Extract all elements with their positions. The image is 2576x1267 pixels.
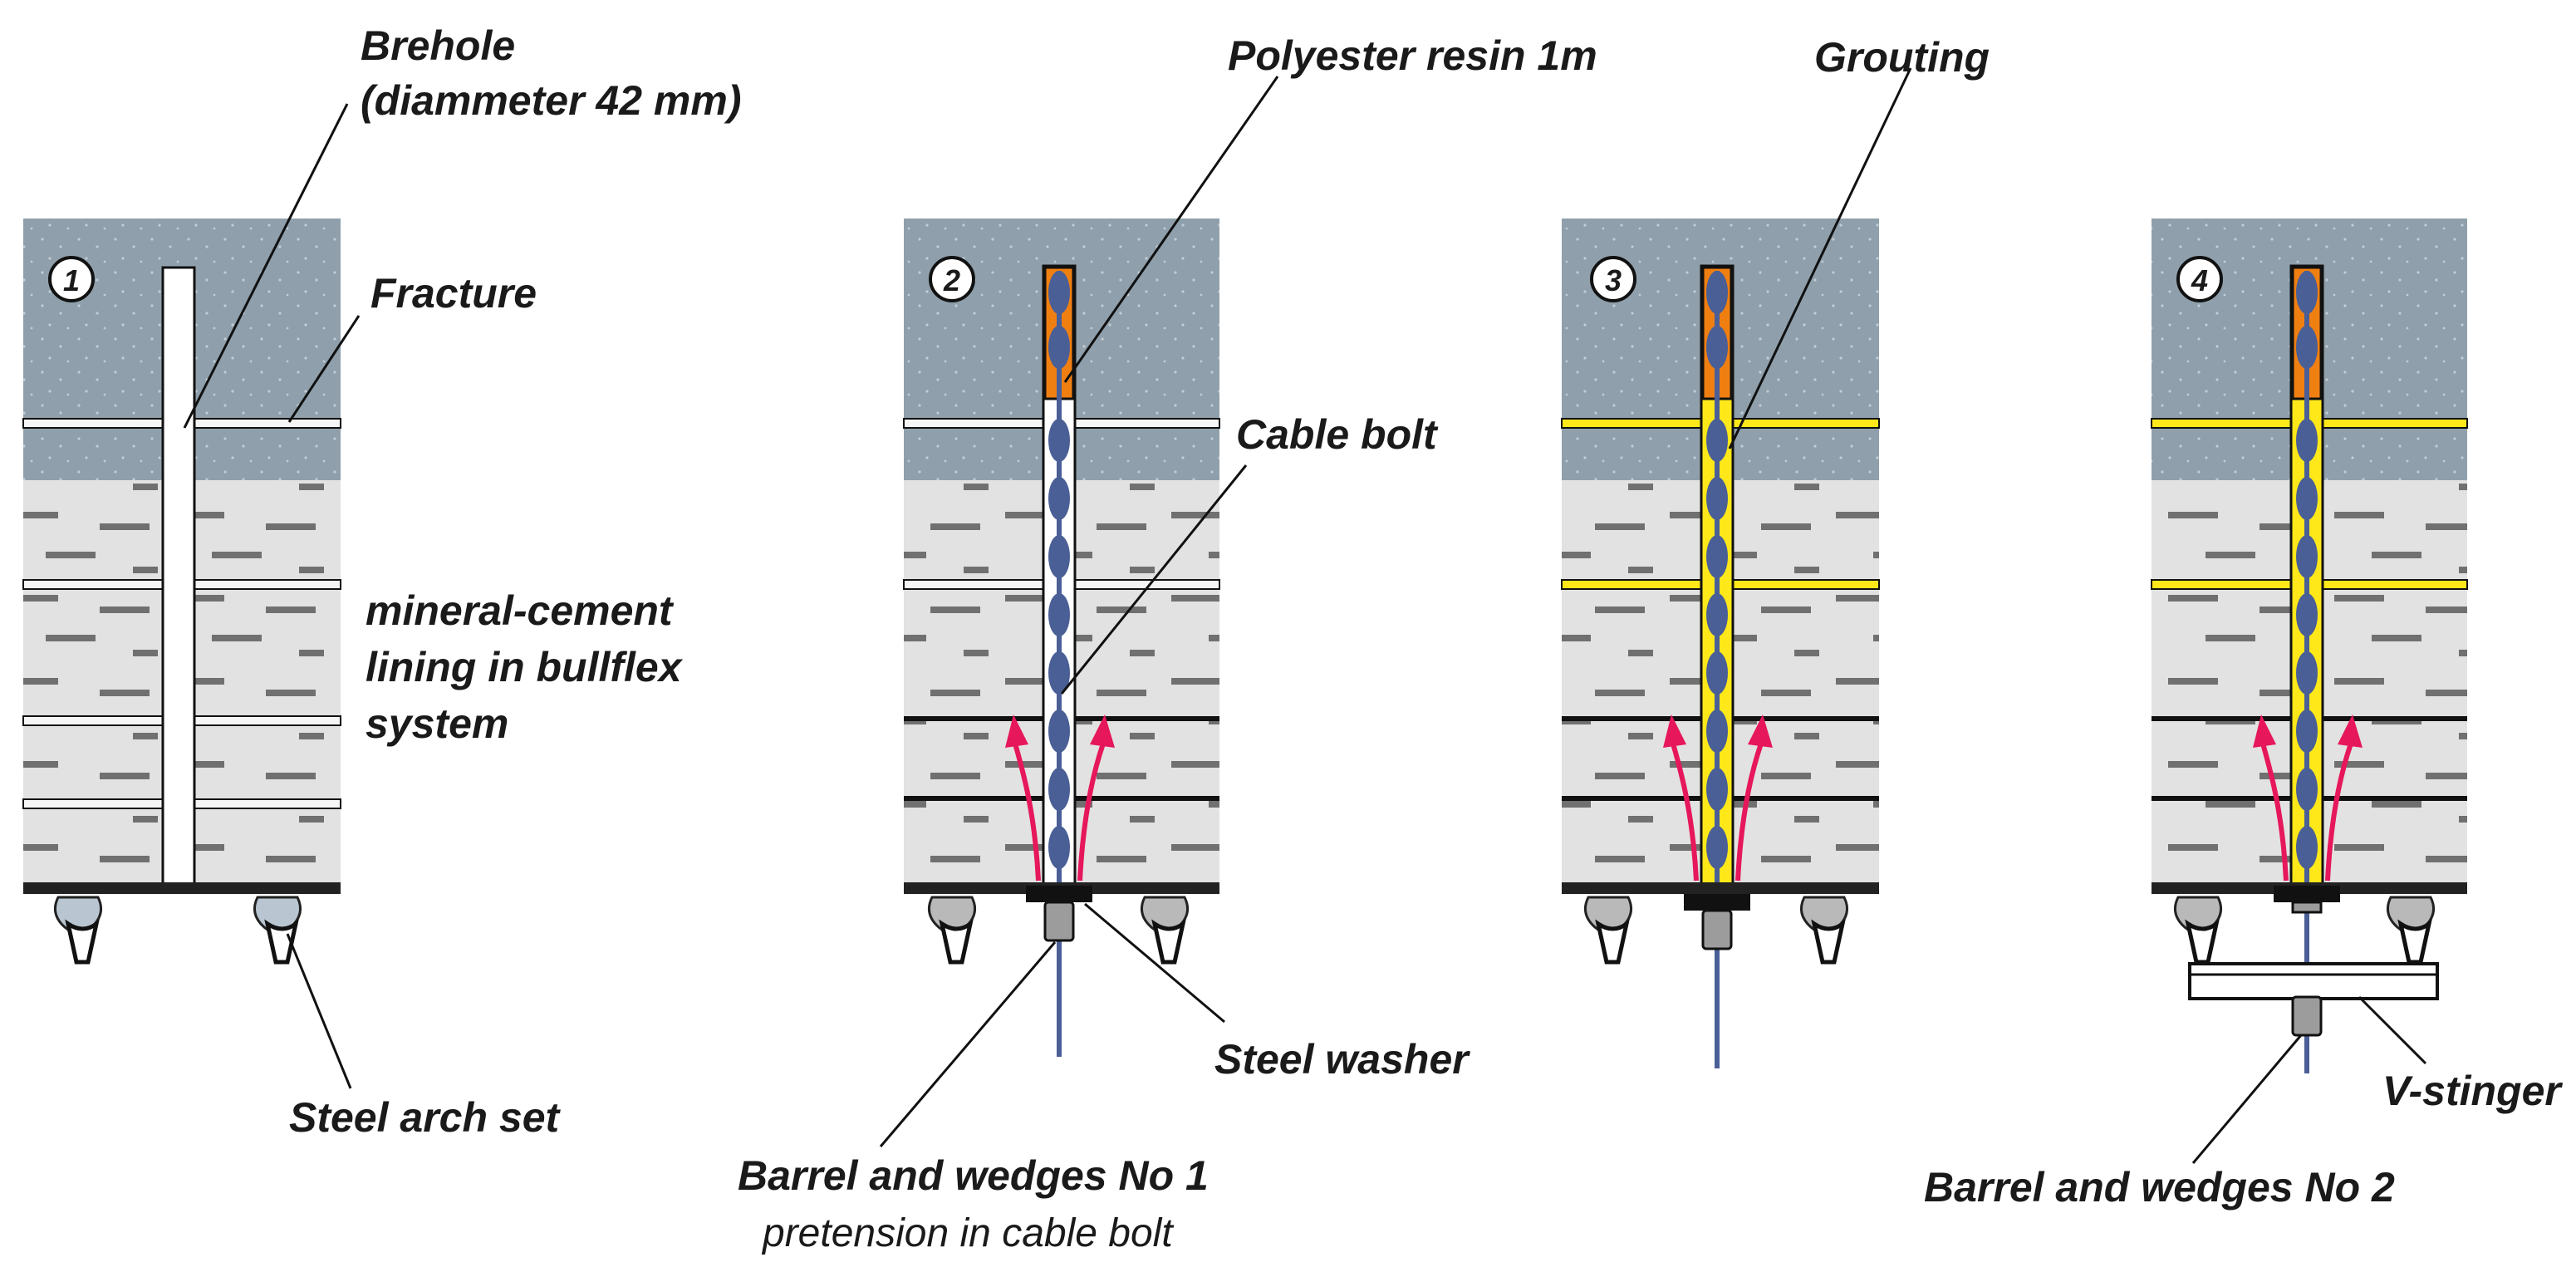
panel-number: 3: [1605, 263, 1622, 297]
cable-bolt: [1048, 271, 1070, 1057]
panel-number-badge: [2176, 256, 2223, 302]
panel-number: 1: [63, 263, 80, 297]
label-steel-washer: Steel washer: [1214, 1036, 1470, 1083]
lining-surface: [23, 882, 341, 894]
panel-number-badge: [929, 256, 975, 302]
barrel-and-wedges: [1701, 909, 1733, 950]
label-grouting: Grouting: [1814, 34, 1990, 81]
borehole: [161, 266, 196, 889]
leader-line: [1728, 67, 1912, 449]
panel-1: 1: [22, 219, 341, 965]
leader-line: [2358, 995, 2427, 1065]
panel-3: 3: [1561, 219, 1880, 1068]
steel-washer: [1026, 886, 1092, 902]
barrel-and-wedges-1: [1043, 901, 1075, 942]
label-borehole: Brehole: [361, 22, 515, 69]
leader-line: [1060, 464, 1248, 695]
leader-line: [286, 933, 352, 1089]
lining-surface: [1562, 882, 1879, 894]
panel-number: 2: [943, 263, 960, 297]
label-pretension: pretension in cable bolt: [761, 1211, 1174, 1255]
panel-4: 4: [2151, 219, 2468, 1073]
label-lining-3: system: [366, 700, 508, 747]
flow-arrow: [1077, 743, 1106, 881]
panel-number-badge: [48, 256, 95, 302]
grout-flow-arrows: [1013, 743, 1106, 881]
cable-bolt: [1706, 271, 1728, 1068]
panel-number-badge: [1590, 256, 1636, 302]
cable-bolt: [2296, 271, 2318, 1073]
label-borehole-diameter: (diammeter 42 mm): [361, 77, 742, 124]
flow-arrow: [1013, 743, 1041, 881]
leader-line: [287, 315, 361, 423]
grout-flow-arrows: [1671, 743, 1764, 881]
leader-line: [2191, 1034, 2303, 1164]
grout-flow-arrows: [2260, 743, 2353, 881]
leader-line: [879, 941, 1057, 1147]
flow-arrow: [1735, 743, 1764, 881]
leader-line: [1084, 902, 1225, 1024]
label-resin: Polyester resin 1m: [1228, 32, 1597, 79]
panel-2: 2: [903, 219, 1220, 1057]
label-v-stinger: V-stinger: [2382, 1068, 2563, 1114]
label-lining-2: lining in bullflex: [366, 644, 684, 690]
steel-arch-set: [1583, 896, 1849, 965]
label-barrel-1: Barrel and wedges No 1: [738, 1152, 1209, 1199]
steel-washer: [2274, 886, 2340, 902]
flow-arrowhead: [2338, 715, 2363, 748]
panel-number: 4: [2191, 263, 2208, 297]
steel-washer: [1684, 894, 1750, 911]
flow-arrow: [2260, 743, 2289, 881]
steel-arch-set: [53, 896, 302, 965]
label-fracture: Fracture: [370, 270, 537, 317]
flow-arrowhead: [1090, 715, 1115, 748]
label-barrel-2: Barrel and wedges No 2: [1924, 1164, 2395, 1211]
flow-arrowhead: [1663, 715, 1686, 748]
flow-arrow: [2325, 743, 2353, 881]
steel-arch-set: [927, 896, 1190, 965]
leader-lines: [183, 67, 2427, 1164]
steel-arch-set: [2173, 896, 2436, 965]
flow-arrowhead: [1005, 715, 1028, 748]
flow-arrowhead: [2253, 715, 2276, 748]
label-lining-1: mineral-cement: [366, 587, 675, 634]
leader-line: [1063, 76, 1279, 383]
leader-line: [183, 103, 349, 429]
label-cable-bolt: Cable bolt: [1236, 411, 1439, 458]
flow-arrowhead: [1748, 715, 1773, 748]
label-steel-arch: Steel arch set: [289, 1094, 562, 1141]
barrel-and-wedges-2: [2291, 995, 2323, 1037]
flow-arrow: [1671, 743, 1699, 881]
barrel-and-wedges-1: [2291, 901, 2323, 914]
v-stinger: [2188, 962, 2439, 1000]
